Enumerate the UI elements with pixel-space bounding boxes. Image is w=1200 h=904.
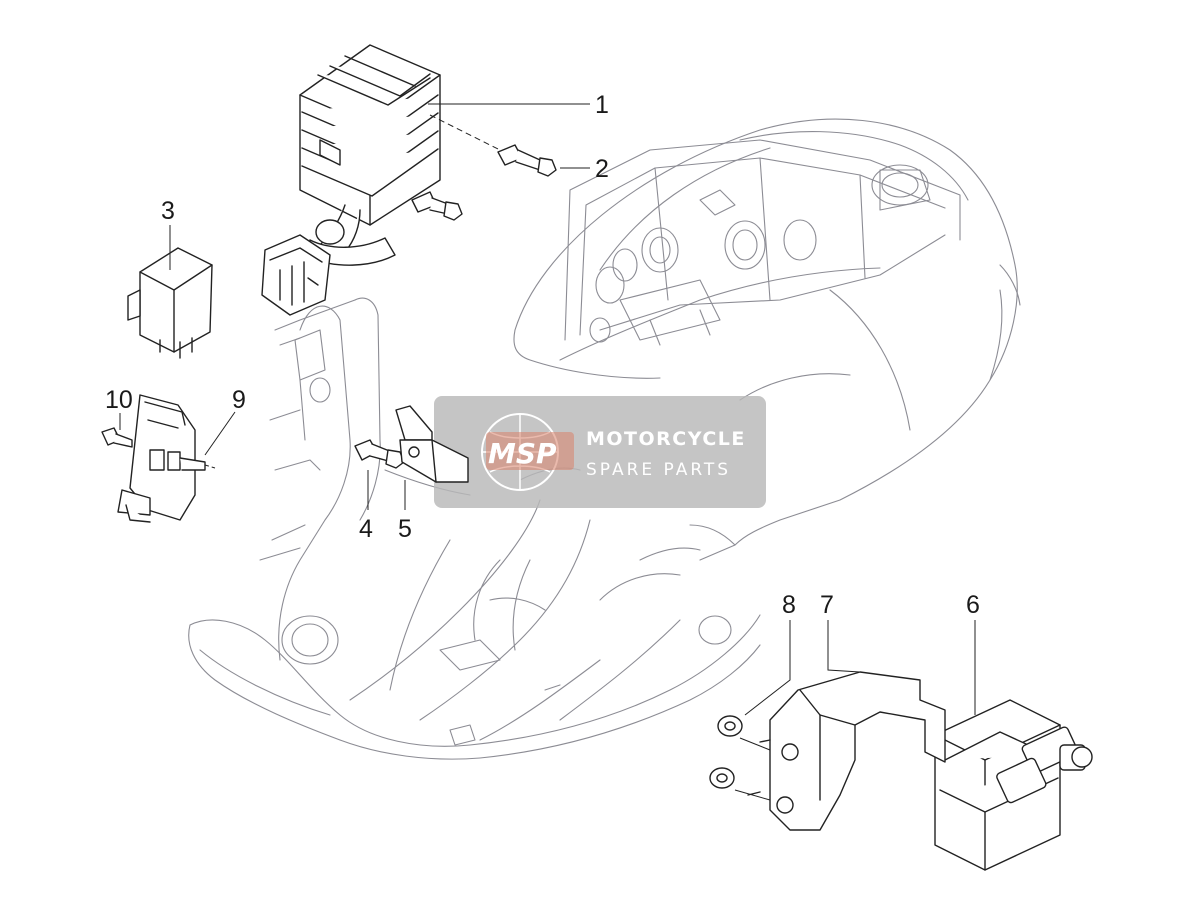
bolt-part bbox=[411, 144, 557, 221]
watermark-logo: MSP bbox=[488, 437, 557, 470]
relay-part bbox=[127, 247, 213, 359]
voltage-regulator-part bbox=[261, 44, 441, 316]
nut-part bbox=[709, 715, 771, 796]
callout-9: 9 bbox=[232, 386, 246, 414]
callout-labels: 1 2 3 4 5 6 7 8 9 10 bbox=[105, 91, 980, 619]
watermark-title: MOTORCYCLE bbox=[586, 428, 746, 450]
callout-4: 4 bbox=[359, 515, 373, 543]
scooter-frame bbox=[188, 118, 1021, 760]
control-unit-part bbox=[934, 699, 1093, 871]
screw-part bbox=[101, 427, 133, 448]
bracket-part bbox=[395, 405, 469, 483]
callout-2: 2 bbox=[595, 155, 609, 183]
leader-lines bbox=[119, 103, 976, 801]
callout-7: 7 bbox=[820, 591, 834, 619]
module-part bbox=[117, 394, 206, 523]
bolt-part-4 bbox=[354, 439, 405, 469]
watermark-subtitle: SPARE PARTS bbox=[586, 460, 731, 480]
callout-10: 10 bbox=[105, 386, 133, 414]
callout-3: 3 bbox=[161, 197, 175, 225]
callout-8: 8 bbox=[782, 591, 796, 619]
watermark: MSP MOTORCYCLE SPARE PARTS bbox=[434, 396, 766, 508]
mounting-bracket-part bbox=[769, 671, 946, 831]
callout-1: 1 bbox=[595, 91, 609, 119]
callout-5: 5 bbox=[398, 515, 412, 543]
callout-6: 6 bbox=[966, 591, 980, 619]
